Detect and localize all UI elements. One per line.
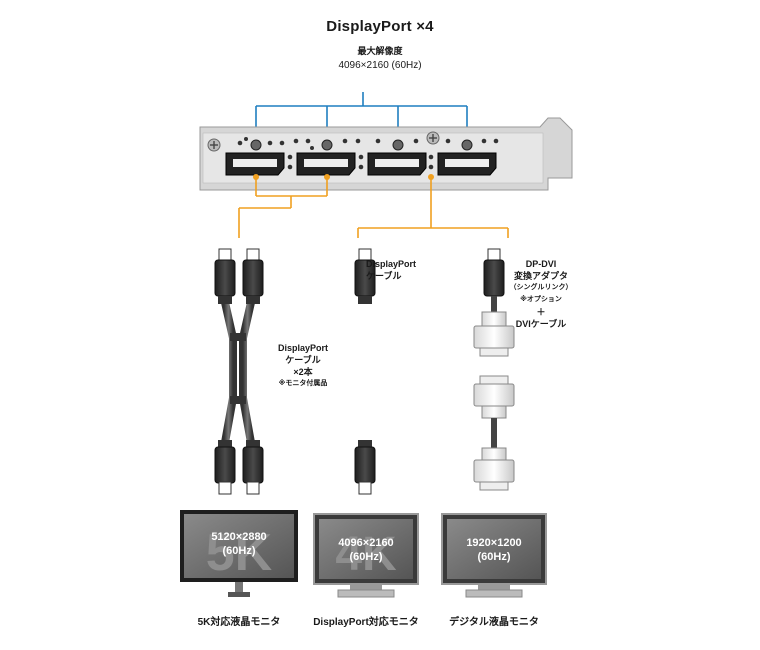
label-line: DisplayPort [366,259,417,269]
max-resolution-label: 最大解像度 [357,46,403,56]
label-dp-single: DisplayPort ケーブル [366,258,456,282]
label-line: 変換アダプタ [513,271,568,281]
screw-icon [426,131,440,145]
monitor-4k: 4K [313,513,419,598]
blue-connector-lines [255,92,468,130]
refresh-rate-text: (60Hz) [222,545,256,557]
monitor-wuxga-resolution: 1920×1200 (60Hz) [447,536,541,564]
label-line: （シングルリンク） [509,284,573,291]
orange-connector-lines [238,176,509,238]
refresh-rate-text: (60Hz) [349,551,383,563]
label-note: ※オプション [520,296,562,303]
max-resolution-value: 4096×2160 (60Hz) [338,60,422,71]
diagram-title: DisplayPort ×4 [326,18,434,35]
label-line: DVIケーブル [515,319,567,329]
dvi-cable [473,375,515,491]
dp-dvi-adapter [473,248,515,357]
caption-dp-monitor: DisplayPort対応モニタ [313,617,419,628]
label-line: DP-DVI [525,259,557,269]
displayport-cable-single [354,248,376,495]
refresh-rate-text: (60Hz) [477,551,511,563]
monitor-4k-resolution: 4096×2160 (60Hz) [319,536,413,564]
displayport-port [367,139,427,176]
label-line: DisplayPort [277,343,328,353]
monitor-badge: 5K [206,524,273,582]
monitor-wuxga [441,513,547,598]
resolution-text: 5120×2880 [211,531,267,543]
displayport-port [437,139,497,176]
caption-5k-monitor: 5K対応液晶モニタ [197,617,281,628]
screw-icon [207,138,221,152]
label-line: ＋ [536,307,546,317]
label-dp-dual: DisplayPort ケーブル ×2本 ※モニタ付属品 [258,342,348,390]
label-note: ※モニタ付属品 [278,380,328,387]
monitor-5k-resolution: 5120×2880 (60Hz) [184,530,294,558]
label-line: ×2本 [293,367,313,377]
resolution-text: 4096×2160 [338,537,394,549]
caption-digital-monitor: デジタル液晶モニタ [449,617,539,628]
monitor-5k: 5K [180,510,298,597]
displayport-cable-dual [214,248,264,495]
displayport-port [225,139,285,176]
resolution-text: 1920×1200 [466,537,522,549]
label-dp-dvi: DP-DVI 変換アダプタ （シングルリンク） ※オプション ＋ DVIケーブル [496,258,586,330]
monitor-badge: 4K [335,528,397,581]
label-line: ケーブル [285,355,321,365]
displayport-port [296,139,356,176]
label-line: ケーブル [366,271,402,281]
graphics-card-bracket [199,117,573,191]
